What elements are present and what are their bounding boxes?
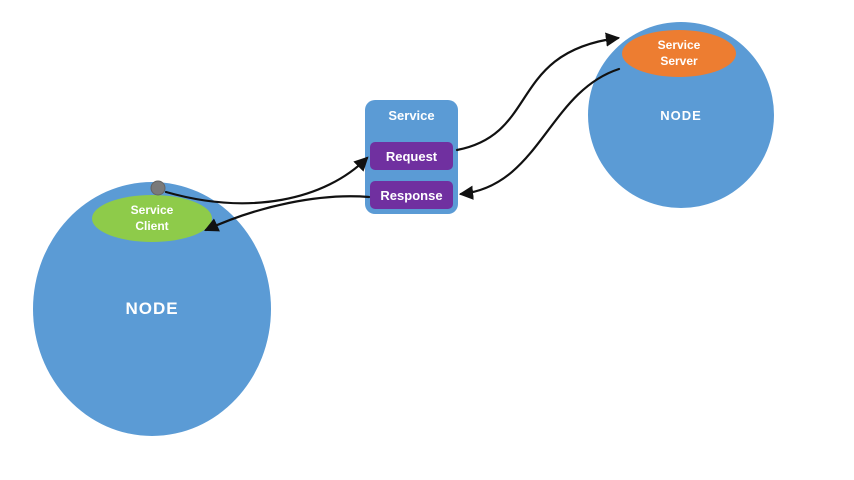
response-label: Response xyxy=(380,187,443,203)
service-panel: Service Request Response xyxy=(365,100,458,214)
service-panel-title: Service xyxy=(388,108,435,123)
request-label: Request xyxy=(385,148,438,164)
response-box: Response xyxy=(370,181,453,209)
service-client-ellipse: Service Client xyxy=(92,195,212,242)
right-node-label: NODE xyxy=(660,107,702,123)
request-box: Request xyxy=(370,142,453,170)
service-server-label-line2: Server xyxy=(660,53,698,68)
service-server-label-line1: Service xyxy=(657,37,701,52)
service-server-ellipse: Service Server xyxy=(622,30,736,77)
left-node-label: NODE xyxy=(125,299,179,318)
service-client-label-line2: Client xyxy=(135,218,169,233)
service-client-label-line1: Service xyxy=(130,202,174,217)
